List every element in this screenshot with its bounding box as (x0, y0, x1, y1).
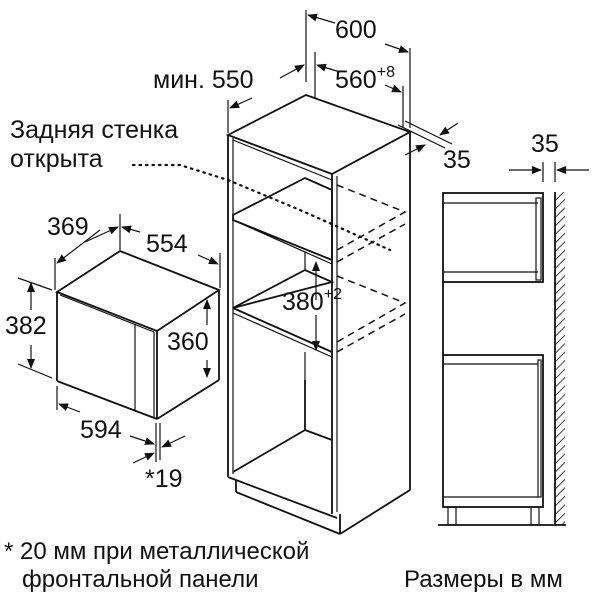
dim-appliance-depth: 369 (47, 213, 89, 241)
dim-appliance-front-width: 594 (80, 416, 122, 444)
dim-appliance-body-height: 360 (167, 328, 209, 356)
rear-wall-label-line2: открыта (10, 145, 103, 173)
dim-inner-width-value: 560 (335, 66, 377, 94)
dim-inner-width-tolerance: +8 (376, 64, 395, 81)
dim-appliance-front-offset: *19 (145, 465, 183, 493)
footnote-line2: фронтальной панели (22, 566, 259, 593)
dim-side-offset: 35 (443, 146, 471, 174)
dim-niche-height: 380+2 (282, 287, 342, 316)
dim-appliance-overall-height: 382 (5, 312, 47, 340)
dim-total-width: 600 (335, 16, 377, 44)
dim-min-depth: мин. 550 (153, 68, 254, 93)
rear-wall-label-line1: Задняя стенка (10, 116, 179, 144)
dim-inner-width: 560+8 (335, 65, 395, 94)
dim-wall-gap: 35 (531, 130, 559, 158)
dim-appliance-body-width: 554 (146, 230, 188, 258)
side-view (438, 162, 589, 526)
appliance-box (17, 214, 221, 464)
dim-niche-height-tolerance: +2 (323, 286, 342, 303)
dim-min-depth-prefix: мин. (153, 66, 205, 94)
footnote-line1: * 20 мм при металлической (4, 538, 310, 565)
tall-cabinet (131, 94, 413, 535)
dimension-lines-top (227, 10, 459, 351)
dim-niche-height-value: 380 (282, 288, 324, 316)
dim-min-depth-value: 550 (211, 66, 254, 94)
units-caption: Размеры в мм (404, 566, 563, 593)
